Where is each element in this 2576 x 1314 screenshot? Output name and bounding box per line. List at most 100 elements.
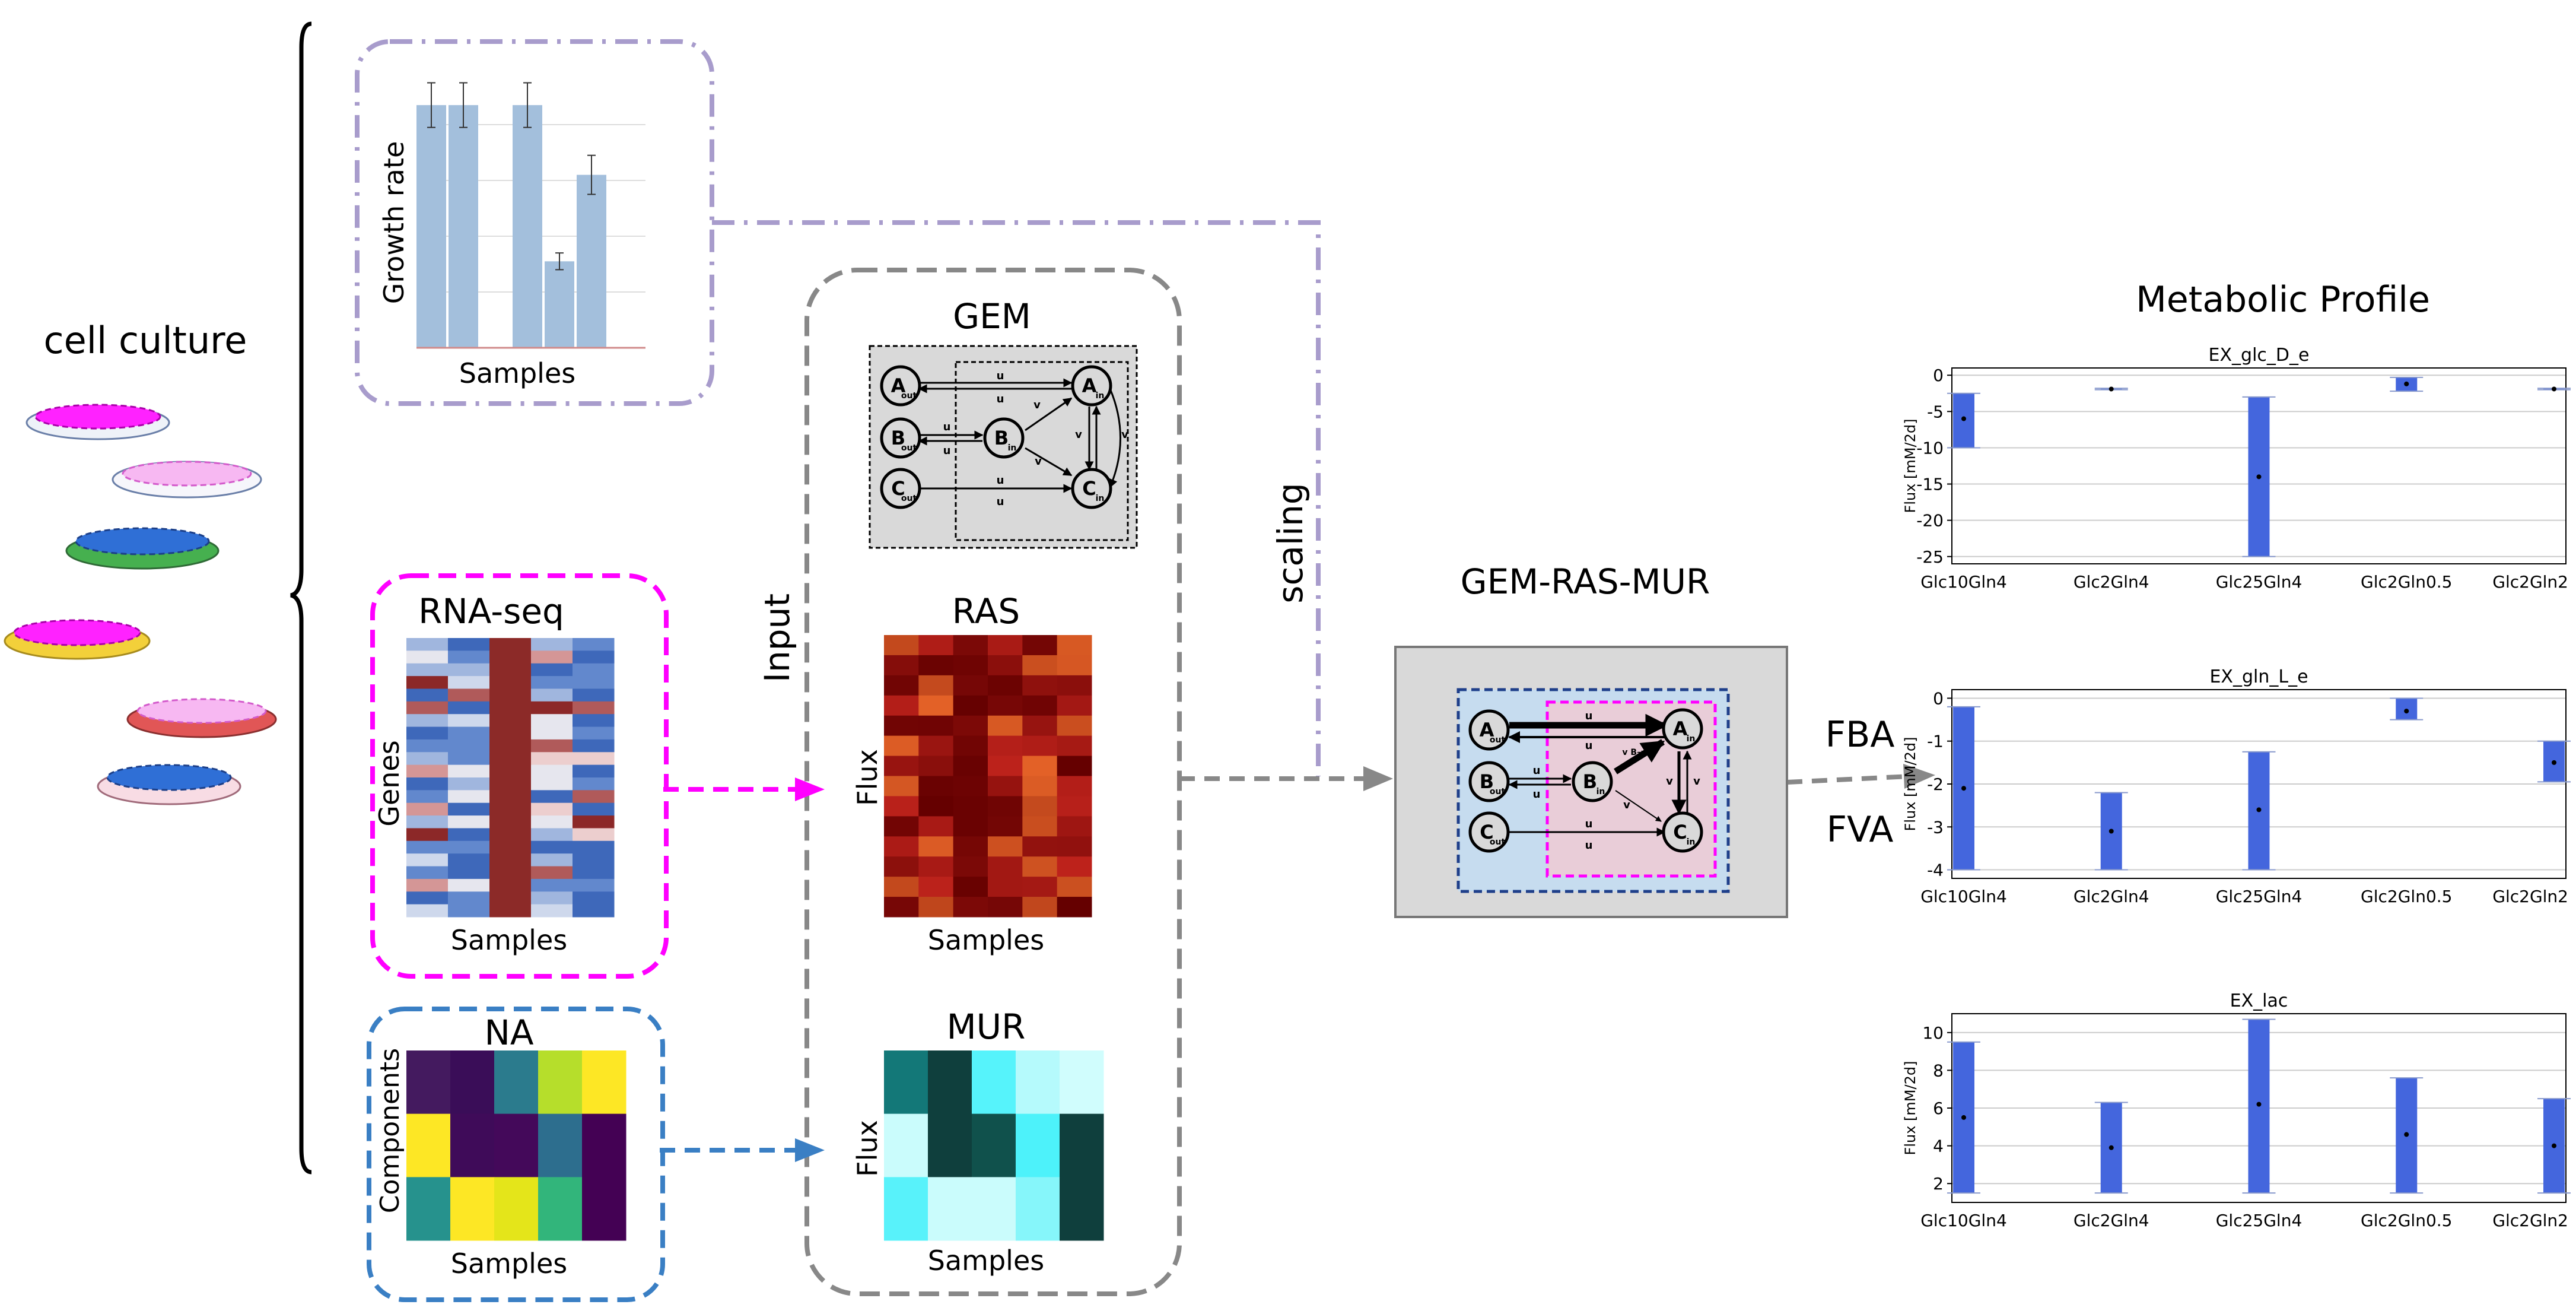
svg-text:u: u — [943, 421, 951, 433]
gem-edge-labels: u u u u u u v v v v — [943, 370, 1129, 508]
ras-cell — [953, 897, 988, 918]
ras-cell — [953, 836, 988, 857]
svg-text:in: in — [1687, 837, 1696, 847]
ras-cell — [1022, 836, 1058, 857]
profile-chart-title: EX_glc_D_e — [2209, 345, 2310, 366]
ras-cell — [918, 836, 954, 857]
ras-cell — [1022, 756, 1058, 776]
ras-cell — [1057, 856, 1092, 877]
profile-category-label: Glc2Gln0.5 — [2361, 1211, 2452, 1230]
ras-cell — [988, 715, 1023, 737]
svg-text:out: out — [901, 391, 917, 401]
mur-cell — [1060, 1050, 1104, 1115]
rnaseq-cell — [406, 638, 449, 651]
ras-cell — [988, 897, 1023, 918]
ras-cell — [988, 776, 1023, 796]
rnaseq-cell — [406, 663, 449, 677]
rnaseq-cell — [489, 676, 532, 689]
profile-category-label: Glc10Gln4 — [1920, 572, 2007, 592]
rnaseq-cell — [531, 650, 573, 664]
culture-dishes — [4, 404, 277, 805]
profile-category-label: Glc25Gln4 — [2216, 1211, 2303, 1230]
ras-cell — [1022, 776, 1058, 796]
profile-tick-label: -1 — [1927, 732, 1944, 751]
ras-cell — [1057, 836, 1092, 857]
ras-cell — [953, 715, 988, 737]
ras-cell — [884, 735, 919, 757]
ras-cell — [953, 877, 988, 897]
rnaseq-cell — [531, 853, 573, 867]
svg-text:v: v — [1666, 775, 1673, 788]
ras-cell — [988, 735, 1023, 757]
profile-point — [2256, 1102, 2262, 1107]
rnaseq-cell — [573, 663, 615, 677]
ras-cell — [988, 856, 1023, 877]
rnaseq-cell — [489, 891, 532, 905]
profile-tick-label: -25 — [1916, 547, 1944, 567]
na-cell — [406, 1177, 451, 1241]
growth-bar — [577, 174, 606, 348]
growth-bar — [449, 105, 478, 348]
rnaseq-cell — [531, 802, 573, 816]
ras-flux-label: Flux — [851, 749, 883, 806]
mur-cell — [972, 1050, 1016, 1115]
rnaseq-cell — [531, 714, 573, 728]
profile-point — [2108, 829, 2114, 834]
profile-chart-title: EX_gln_L_e — [2209, 666, 2308, 687]
rnaseq-samples-label: Samples — [451, 924, 567, 956]
ras-cell — [1022, 796, 1058, 817]
na-cell — [582, 1177, 626, 1241]
profile-category-label: Glc2Gln0.5 — [2361, 887, 2452, 906]
rnaseq-cell — [448, 676, 490, 689]
rnaseq-cell — [448, 752, 490, 766]
ras-cell — [884, 655, 919, 676]
growth-samples-label: Samples — [459, 357, 575, 389]
ras-cell — [1057, 756, 1092, 776]
ras-cell — [884, 715, 919, 737]
rnaseq-cell — [489, 638, 532, 651]
ras-title: RAS — [952, 591, 1020, 631]
ras-cell — [884, 856, 919, 877]
rnaseq-cell — [406, 650, 449, 664]
rnaseq-cell — [406, 777, 449, 791]
profile-tick-label: -2 — [1927, 775, 1944, 794]
rnaseq-cell — [489, 790, 532, 804]
rnaseq-cell — [531, 866, 573, 880]
rnaseq-cell — [406, 891, 449, 905]
rnaseq-cell — [448, 650, 490, 664]
ras-cell — [1057, 877, 1092, 897]
rnaseq-cell — [406, 828, 449, 842]
profile-category-label: Glc25Gln4 — [2216, 887, 2303, 906]
rnaseq-cell — [489, 752, 532, 766]
profile-point — [2108, 1145, 2114, 1150]
profile-tick-label: -3 — [1927, 817, 1944, 837]
rnaseq-cell — [489, 815, 532, 829]
rnaseq-cell — [573, 726, 615, 740]
profile-tick-label: 8 — [1933, 1061, 1944, 1080]
ras-cell — [1057, 695, 1092, 716]
mur-cell — [1016, 1050, 1060, 1115]
ras-cell — [918, 735, 954, 757]
rnaseq-cell — [573, 739, 615, 753]
ras-cell — [884, 635, 919, 656]
rnaseq-cell — [489, 701, 532, 715]
growth-bar — [545, 261, 574, 348]
scaling-connector — [712, 220, 1321, 776]
ras-cell — [1022, 715, 1058, 737]
profile-tick-label: -4 — [1927, 861, 1944, 880]
rnaseq-cell — [448, 790, 490, 804]
profile-category-label: Glc2Gln4 — [2073, 1211, 2149, 1230]
rnaseq-cell — [489, 828, 532, 842]
profile-frame — [1951, 367, 2567, 564]
rnaseq-cell — [531, 878, 573, 892]
rnaseq-cell — [448, 904, 490, 918]
metabolic-profile-title: Metabolic Profile — [2136, 279, 2430, 320]
svg-text:v B→A: v B→A — [1622, 748, 1650, 757]
rnaseq-cell — [573, 701, 615, 715]
mur-cell — [1016, 1177, 1060, 1241]
